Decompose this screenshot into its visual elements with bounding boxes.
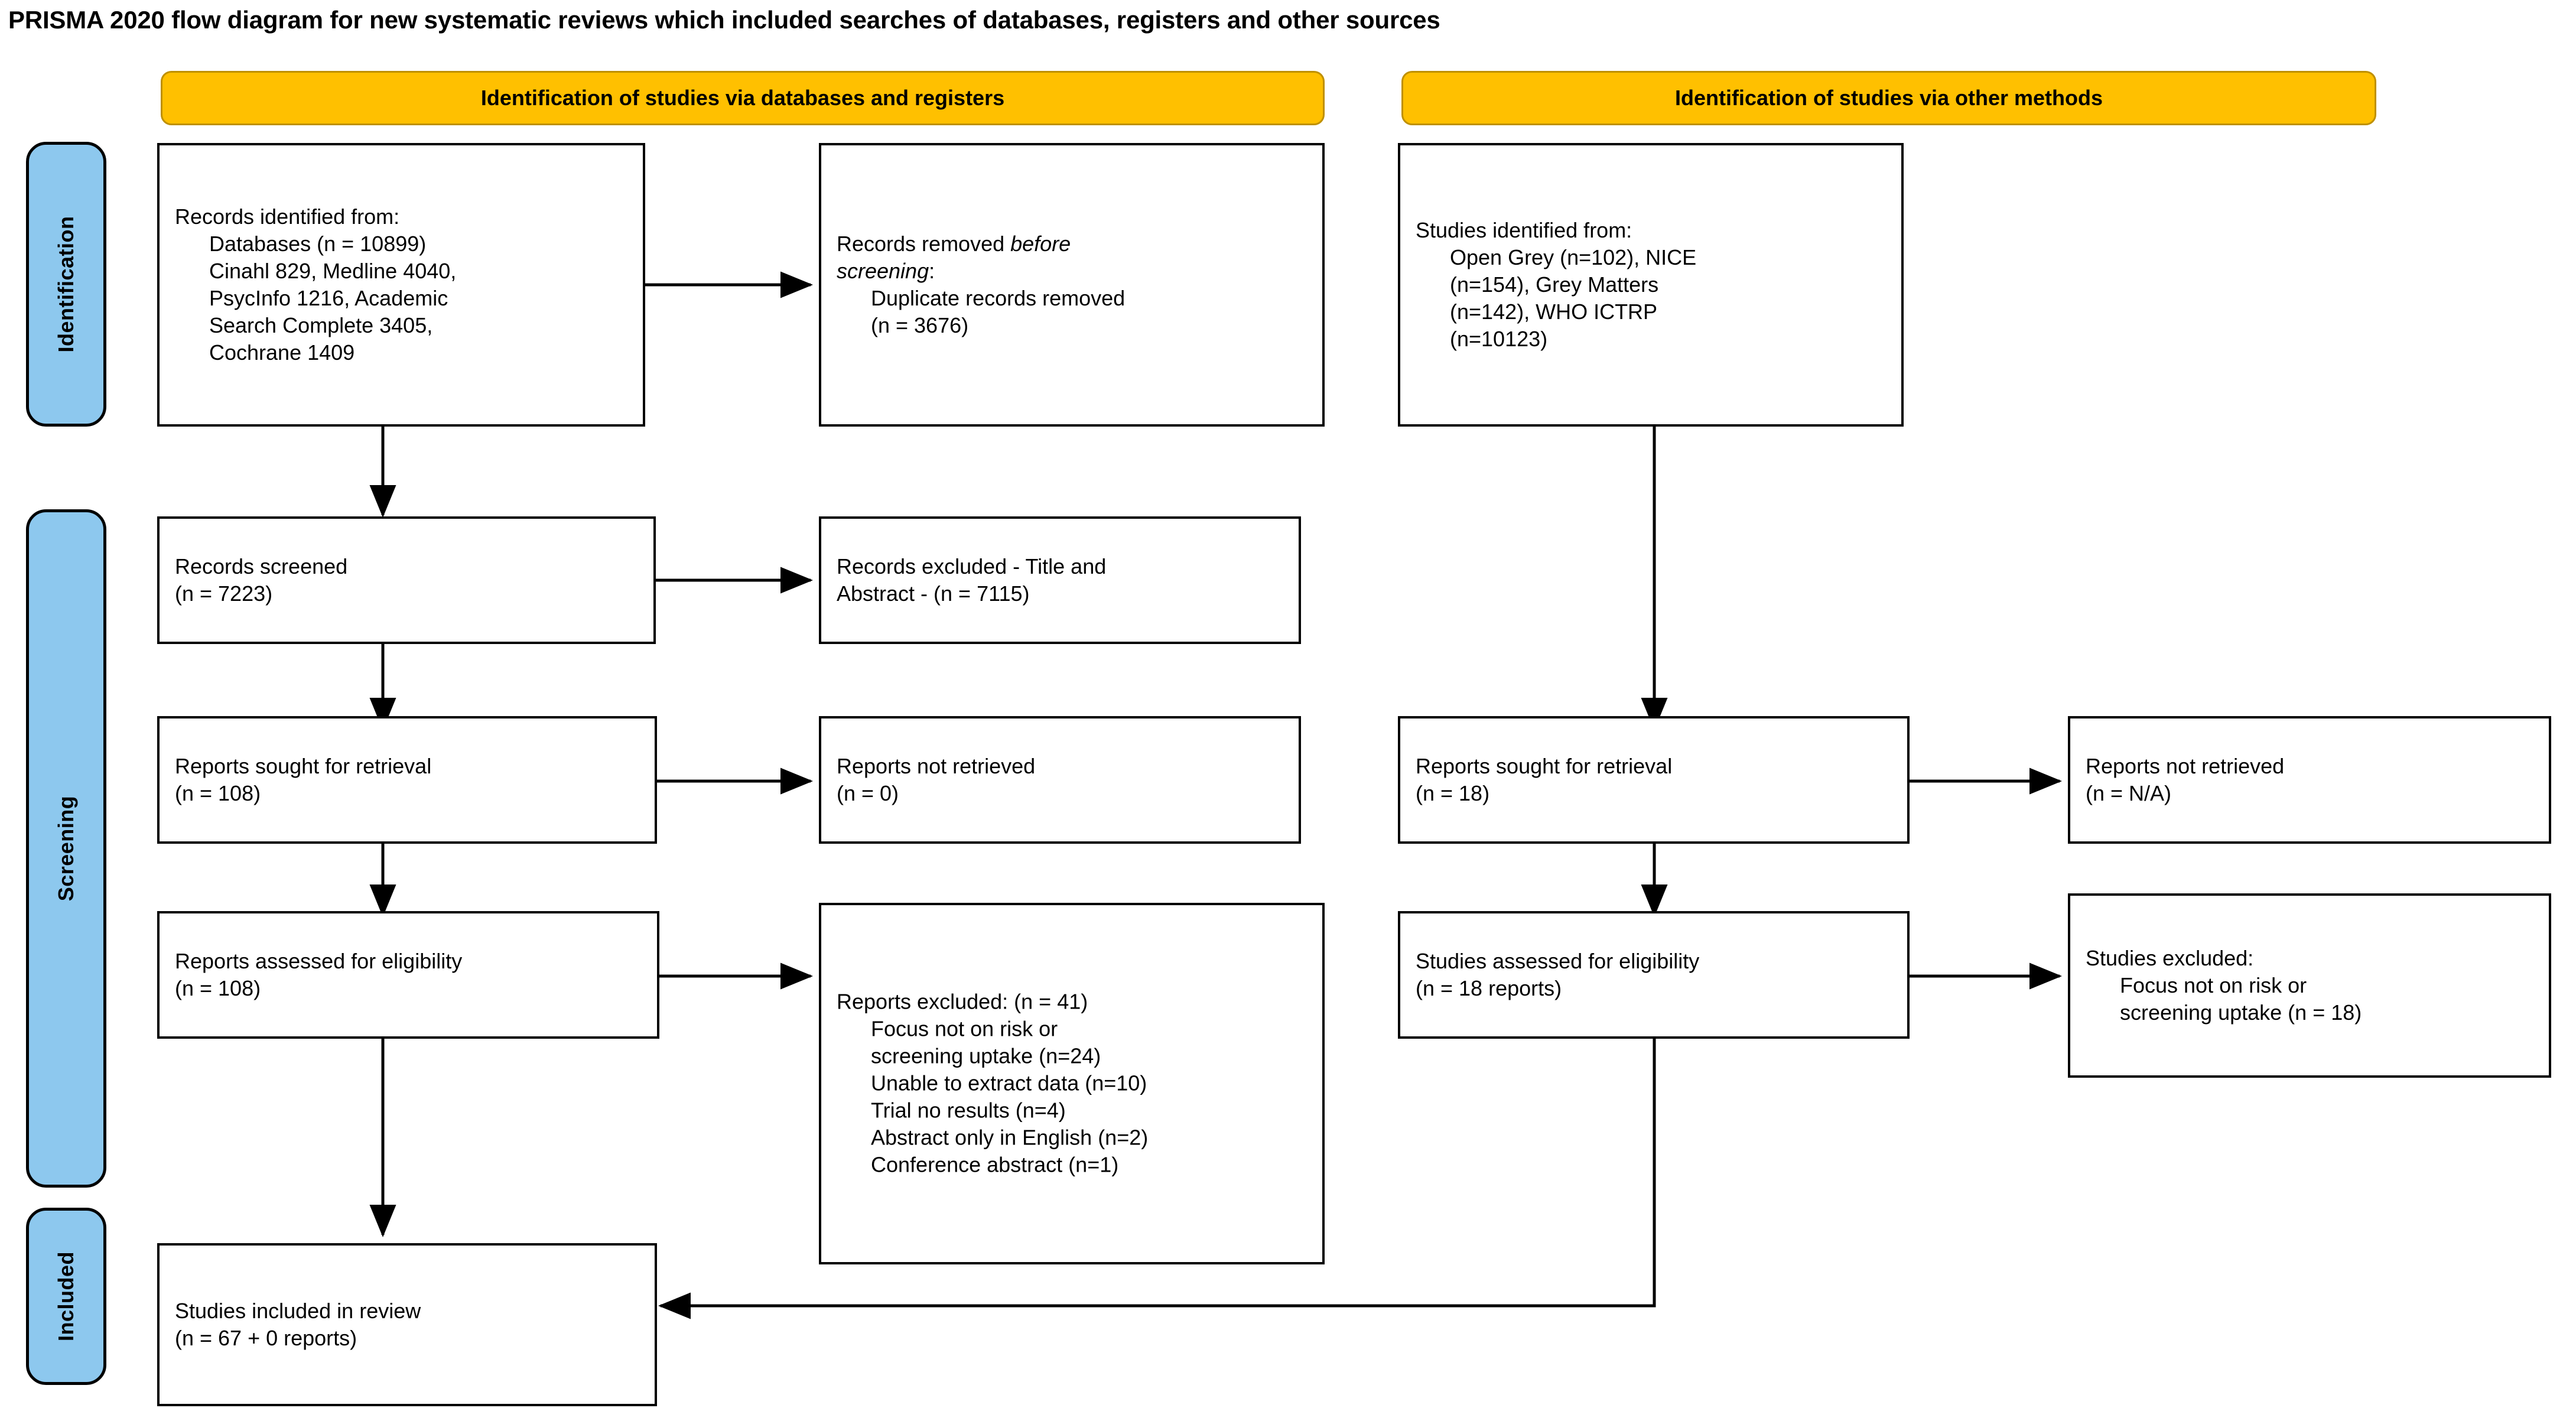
records-screened-line-1: (n = 7223) <box>175 581 273 606</box>
records-identified-line-0: Databases (n = 10899) <box>209 231 427 256</box>
reports-excluded-line-4: Abstract only in English (n=2) <box>871 1126 1149 1150</box>
box-records-removed: Records removed before screening: Duplic… <box>819 143 1325 427</box>
reports-not-retrieved-right-line-0: Reports not retrieved <box>2086 753 2285 778</box>
reports-excluded-line-2: Unable to extract data (n=10) <box>871 1071 1147 1095</box>
box-studies-assessed: Studies assessed for eligibility (n = 18… <box>1398 911 1910 1039</box>
records-identified-line-4: Cochrane 1409 <box>209 340 355 365</box>
studies-assessed-line-1: (n = 18 reports) <box>1416 976 1562 1000</box>
reports-not-retrieved-right-line-1: (n = N/A) <box>2086 781 2172 805</box>
header-bar-databases: Identification of studies via databases … <box>161 71 1325 125</box>
studies-included-line-0: Studies included in review <box>175 1298 421 1323</box>
reports-assessed-line-1: (n = 108) <box>175 976 261 1000</box>
studies-identified-other-line-1: (n=154), Grey Matters <box>1450 272 1659 297</box>
reports-sought-right-line-1: (n = 18) <box>1416 781 1490 805</box>
records-excluded-line-1: Abstract - (n = 7115) <box>837 581 1030 606</box>
stage-label-included: Included <box>54 1251 78 1342</box>
reports-excluded-line-3: Trial no results (n=4) <box>871 1098 1066 1123</box>
stage-label-screening: Screening <box>54 795 78 902</box>
studies-excluded-line-1: screening uptake (n = 18) <box>2120 1000 2362 1025</box>
box-studies-identified-other: Studies identified from: Open Grey (n=10… <box>1398 143 1904 427</box>
reports-excluded-title: Reports excluded: (n = 41) <box>837 989 1088 1014</box>
box-records-excluded: Records excluded - Title and Abstract - … <box>819 516 1301 644</box>
records-removed-title-post: : <box>929 258 935 283</box>
studies-excluded-title: Studies excluded: <box>2086 945 2254 970</box>
records-removed-line-1: (n = 3676) <box>871 313 969 338</box>
records-identified-line-2: PsycInfo 1216, Academic <box>209 286 448 310</box>
records-identified-line-1: Cinahl 829, Medline 4040, <box>209 258 457 283</box>
records-identified-line-3: Search Complete 3405, <box>209 313 433 338</box>
records-removed-title-italic: before <box>1010 231 1071 256</box>
reports-excluded-line-0: Focus not on risk or <box>871 1016 1058 1041</box>
reports-excluded-line-1: screening uptake (n=24) <box>871 1043 1101 1068</box>
reports-sought-left-line-1: (n = 108) <box>175 781 261 805</box>
stage-label-identification: Identification <box>54 216 78 353</box>
box-reports-sought-right: Reports sought for retrieval (n = 18) <box>1398 716 1910 844</box>
studies-assessed-line-0: Studies assessed for eligibility <box>1416 948 1700 973</box>
records-removed-line-0: Duplicate records removed <box>871 286 1126 310</box>
box-records-screened: Records screened (n = 7223) <box>157 516 656 644</box>
records-removed-title-pre: Records removed <box>837 231 1011 256</box>
box-reports-not-retrieved-left: Reports not retrieved (n = 0) <box>819 716 1301 844</box>
header-bar-other-methods: Identification of studies via other meth… <box>1401 71 2376 125</box>
box-studies-included: Studies included in review (n = 67 + 0 r… <box>157 1243 657 1406</box>
studies-included-line-1: (n = 67 + 0 reports) <box>175 1326 357 1350</box>
box-reports-sought-left: Reports sought for retrieval (n = 108) <box>157 716 657 844</box>
reports-sought-left-line-0: Reports sought for retrieval <box>175 753 432 778</box>
box-studies-excluded: Studies excluded: Focus not on risk or s… <box>2068 893 2551 1078</box>
stage-rail-included: Included <box>26 1208 106 1385</box>
records-excluded-line-0: Records excluded - Title and <box>837 554 1107 578</box>
box-reports-not-retrieved-right: Reports not retrieved (n = N/A) <box>2068 716 2551 844</box>
records-identified-title: Records identified from: <box>175 204 400 229</box>
box-reports-assessed: Reports assessed for eligibility (n = 10… <box>157 911 659 1039</box>
records-screened-line-0: Records screened <box>175 554 348 578</box>
reports-not-retrieved-left-line-1: (n = 0) <box>837 781 899 805</box>
studies-identified-other-line-0: Open Grey (n=102), NICE <box>1450 245 1697 269</box>
reports-not-retrieved-left-line-0: Reports not retrieved <box>837 753 1036 778</box>
studies-excluded-line-0: Focus not on risk or <box>2120 973 2307 997</box>
stage-rail-identification: Identification <box>26 142 106 427</box>
reports-sought-right-line-0: Reports sought for retrieval <box>1416 753 1673 778</box>
records-removed-title-italic2: screening <box>837 258 929 283</box>
stage-rail-screening: Screening <box>26 509 106 1188</box>
reports-excluded-line-5: Conference abstract (n=1) <box>871 1153 1119 1178</box>
reports-assessed-line-0: Reports assessed for eligibility <box>175 948 463 973</box>
studies-identified-other-line-3: (n=10123) <box>1450 327 1548 352</box>
page-title: PRISMA 2020 flow diagram for new systema… <box>8 6 1440 34</box>
header-label-other-methods: Identification of studies via other meth… <box>1674 86 2103 110</box>
studies-identified-other-title: Studies identified from: <box>1416 217 1632 242</box>
studies-identified-other-line-2: (n=142), WHO ICTRP <box>1450 300 1658 324</box>
box-reports-excluded: Reports excluded: (n = 41) Focus not on … <box>819 903 1325 1264</box>
header-label-databases: Identification of studies via databases … <box>480 86 1005 110</box>
box-records-identified: Records identified from: Databases (n = … <box>157 143 645 427</box>
